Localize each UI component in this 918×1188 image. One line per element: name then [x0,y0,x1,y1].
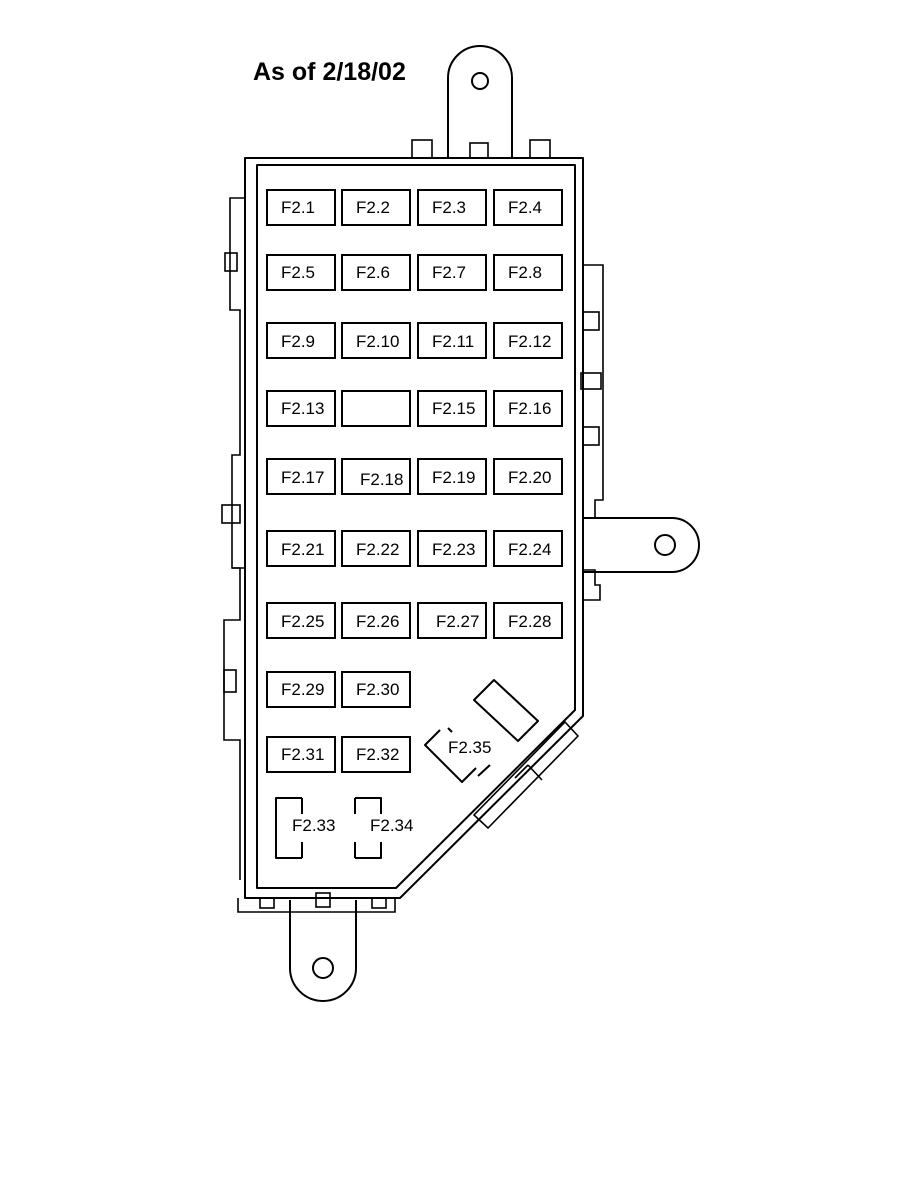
fuse-label-f2-1: F2.1 [281,198,315,217]
fuse-label-f2-11: F2.11 [432,332,474,351]
fuse-slot-f2-22[interactable] [341,530,411,567]
fuse-label-f2-35: F2.35 [448,738,491,757]
fuse-label-f2-10: F2.10 [356,332,399,351]
fuse-grid: F2.1 F2.2 F2.3 F2.4 F2.5 F2.6 F2.7 F2.8 … [266,189,563,773]
fuse-label-f2-5: F2.5 [281,263,315,282]
diagram-title: As of 2/18/02 [253,58,406,86]
fuse-label-f2-24: F2.24 [508,540,551,559]
fuse-slot-f2-20[interactable] [493,458,563,495]
fuse-slot-f2-13[interactable] [266,390,336,427]
fuse-slot-f2-11[interactable] [417,322,487,359]
fuse-label-f2-13: F2.13 [281,399,324,418]
fuse-slot-f2-19[interactable] [417,458,487,495]
fuse-label-f2-7: F2.7 [432,263,466,282]
fuse-slot-f2-6[interactable] [341,254,411,291]
fuse-label-f2-29: F2.29 [281,680,324,699]
fuse-slot-empty[interactable] [341,390,411,427]
fuse-label-f2-9: F2.9 [281,332,315,351]
fuse-slot-f2-9[interactable] [266,322,336,359]
fuse-slot-f2-3[interactable] [417,189,487,226]
mounting-tab-right [583,517,700,573]
mounting-tab-top [447,45,513,158]
fuse-slot-f2-33[interactable]: F2.33 [275,797,335,859]
fuse-label-f2-6: F2.6 [356,263,390,282]
fuse-label-f2-15: F2.15 [432,399,475,418]
fuse-label-f2-12: F2.12 [508,332,551,351]
fuse-slot-f2-26[interactable] [341,602,411,639]
fuse-slot-f2-21[interactable] [266,530,336,567]
fuse-slot-f2-23[interactable] [417,530,487,567]
fuse-slot-f2-8[interactable] [493,254,563,291]
fuse-label-f2-23: F2.23 [432,540,475,559]
fuse-label-f2-2: F2.2 [356,198,390,217]
fuse-label-f2-17: F2.17 [281,468,324,487]
fuse-slot-f2-24[interactable] [493,530,563,567]
fuse-slot-f2-28[interactable] [493,602,563,639]
fuse-slot-f2-5[interactable] [266,254,336,291]
fuse-slot-f2-27[interactable] [417,602,487,639]
fuse-label-f2-22: F2.22 [356,540,399,559]
fuse-slot-f2-2[interactable] [341,189,411,226]
fuse-label-f2-30: F2.30 [356,680,399,699]
fuse-label-f2-31: F2.31 [281,745,324,764]
fuse-slot-f2-30[interactable] [341,671,411,708]
fuse-slot-f2-32[interactable] [341,736,411,773]
fuse-label-f2-19: F2.19 [432,468,475,487]
fuse-label-f2-8: F2.8 [508,263,542,282]
fuse-slot-f2-25[interactable] [266,602,336,639]
mounting-tab-bottom [289,900,357,1002]
fuse-label-f2-20: F2.20 [508,468,551,487]
fuse-label-f2-34: F2.34 [370,816,413,835]
fuse-label-f2-25: F2.25 [281,612,324,631]
fuse-slot-f2-18[interactable] [341,458,411,495]
fuse-label-f2-32: F2.32 [356,745,399,764]
fuse-slot-f2-15[interactable] [417,390,487,427]
fuse-label-f2-26: F2.26 [356,612,399,631]
fuse-label-f2-4: F2.4 [508,198,542,217]
fuse-label-f2-33: F2.33 [292,816,335,835]
fuse-label-f2-3: F2.3 [432,198,466,217]
fuse-slot-angled-upper[interactable] [473,679,539,742]
fuse-label-f2-16: F2.16 [508,399,551,418]
fuse-slot-f2-31[interactable] [266,736,336,773]
fuse-slot-f2-17[interactable] [266,458,336,495]
fuse-label-f2-21: F2.21 [281,540,324,559]
fuse-slot-f2-12[interactable] [493,322,563,359]
fuse-slot-f2-7[interactable] [417,254,487,291]
fuse-label-f2-18: F2.18 [360,470,403,489]
fuse-label-f2-28: F2.28 [508,612,551,631]
fuse-slot-f2-10[interactable] [341,322,411,359]
fuse-slot-f2-34[interactable]: F2.34 [354,797,413,859]
fuse-label-f2-27: F2.27 [436,612,479,631]
fuse-slot-f2-16[interactable] [493,390,563,427]
fuse-box-housing [221,139,604,913]
fuse-slot-f2-29[interactable] [266,671,336,708]
fuse-slot-f2-35[interactable]: F2.35 [424,727,491,783]
fuse-slot-f2-4[interactable] [493,189,563,226]
fuse-slot-f2-1[interactable] [266,189,336,226]
